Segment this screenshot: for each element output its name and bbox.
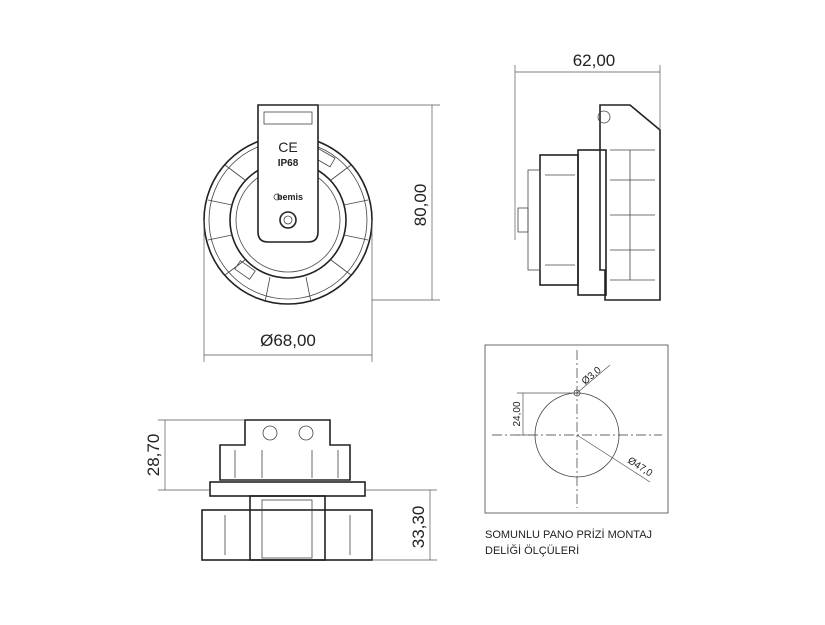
svg-text:80,00: 80,00 <box>411 184 430 227</box>
svg-text:33,30: 33,30 <box>409 506 428 549</box>
dimension-bottom-lower: 33,30 <box>365 489 437 561</box>
offset-label: 24,00 <box>512 401 523 426</box>
dimension-side-depth: 62,00 <box>514 51 661 240</box>
caption-line-1: SOMUNLU PANO PRİZİ MONTAJ <box>485 528 652 541</box>
svg-text:28,70: 28,70 <box>144 434 163 477</box>
brand-logo: bemis <box>277 192 303 202</box>
ip-rating: IP68 <box>278 158 299 169</box>
dimension-bottom-upper: 28,70 <box>144 419 245 491</box>
svg-text:62,00: 62,00 <box>573 51 616 70</box>
hole-diameter-label: Ø3,0 <box>580 365 604 388</box>
caption-line-2: DELİĞİ ÖLÇÜLERİ <box>485 544 579 557</box>
dimension-front-height: 80,00 <box>318 104 440 301</box>
ce-mark: CE <box>278 139 297 155</box>
side-view <box>517 104 661 301</box>
bottom-view <box>201 419 373 561</box>
mounting-hole-diagram: 24,00 Ø3,0 Ø47,0 SOMUNLU PANO PRİZİ MONT… <box>484 344 669 557</box>
front-view: CE IP68 bemis <box>203 104 373 305</box>
svg-text:Ø68,00: Ø68,00 <box>260 331 316 350</box>
dimension-front-diameter: Ø68,00 <box>203 220 373 362</box>
